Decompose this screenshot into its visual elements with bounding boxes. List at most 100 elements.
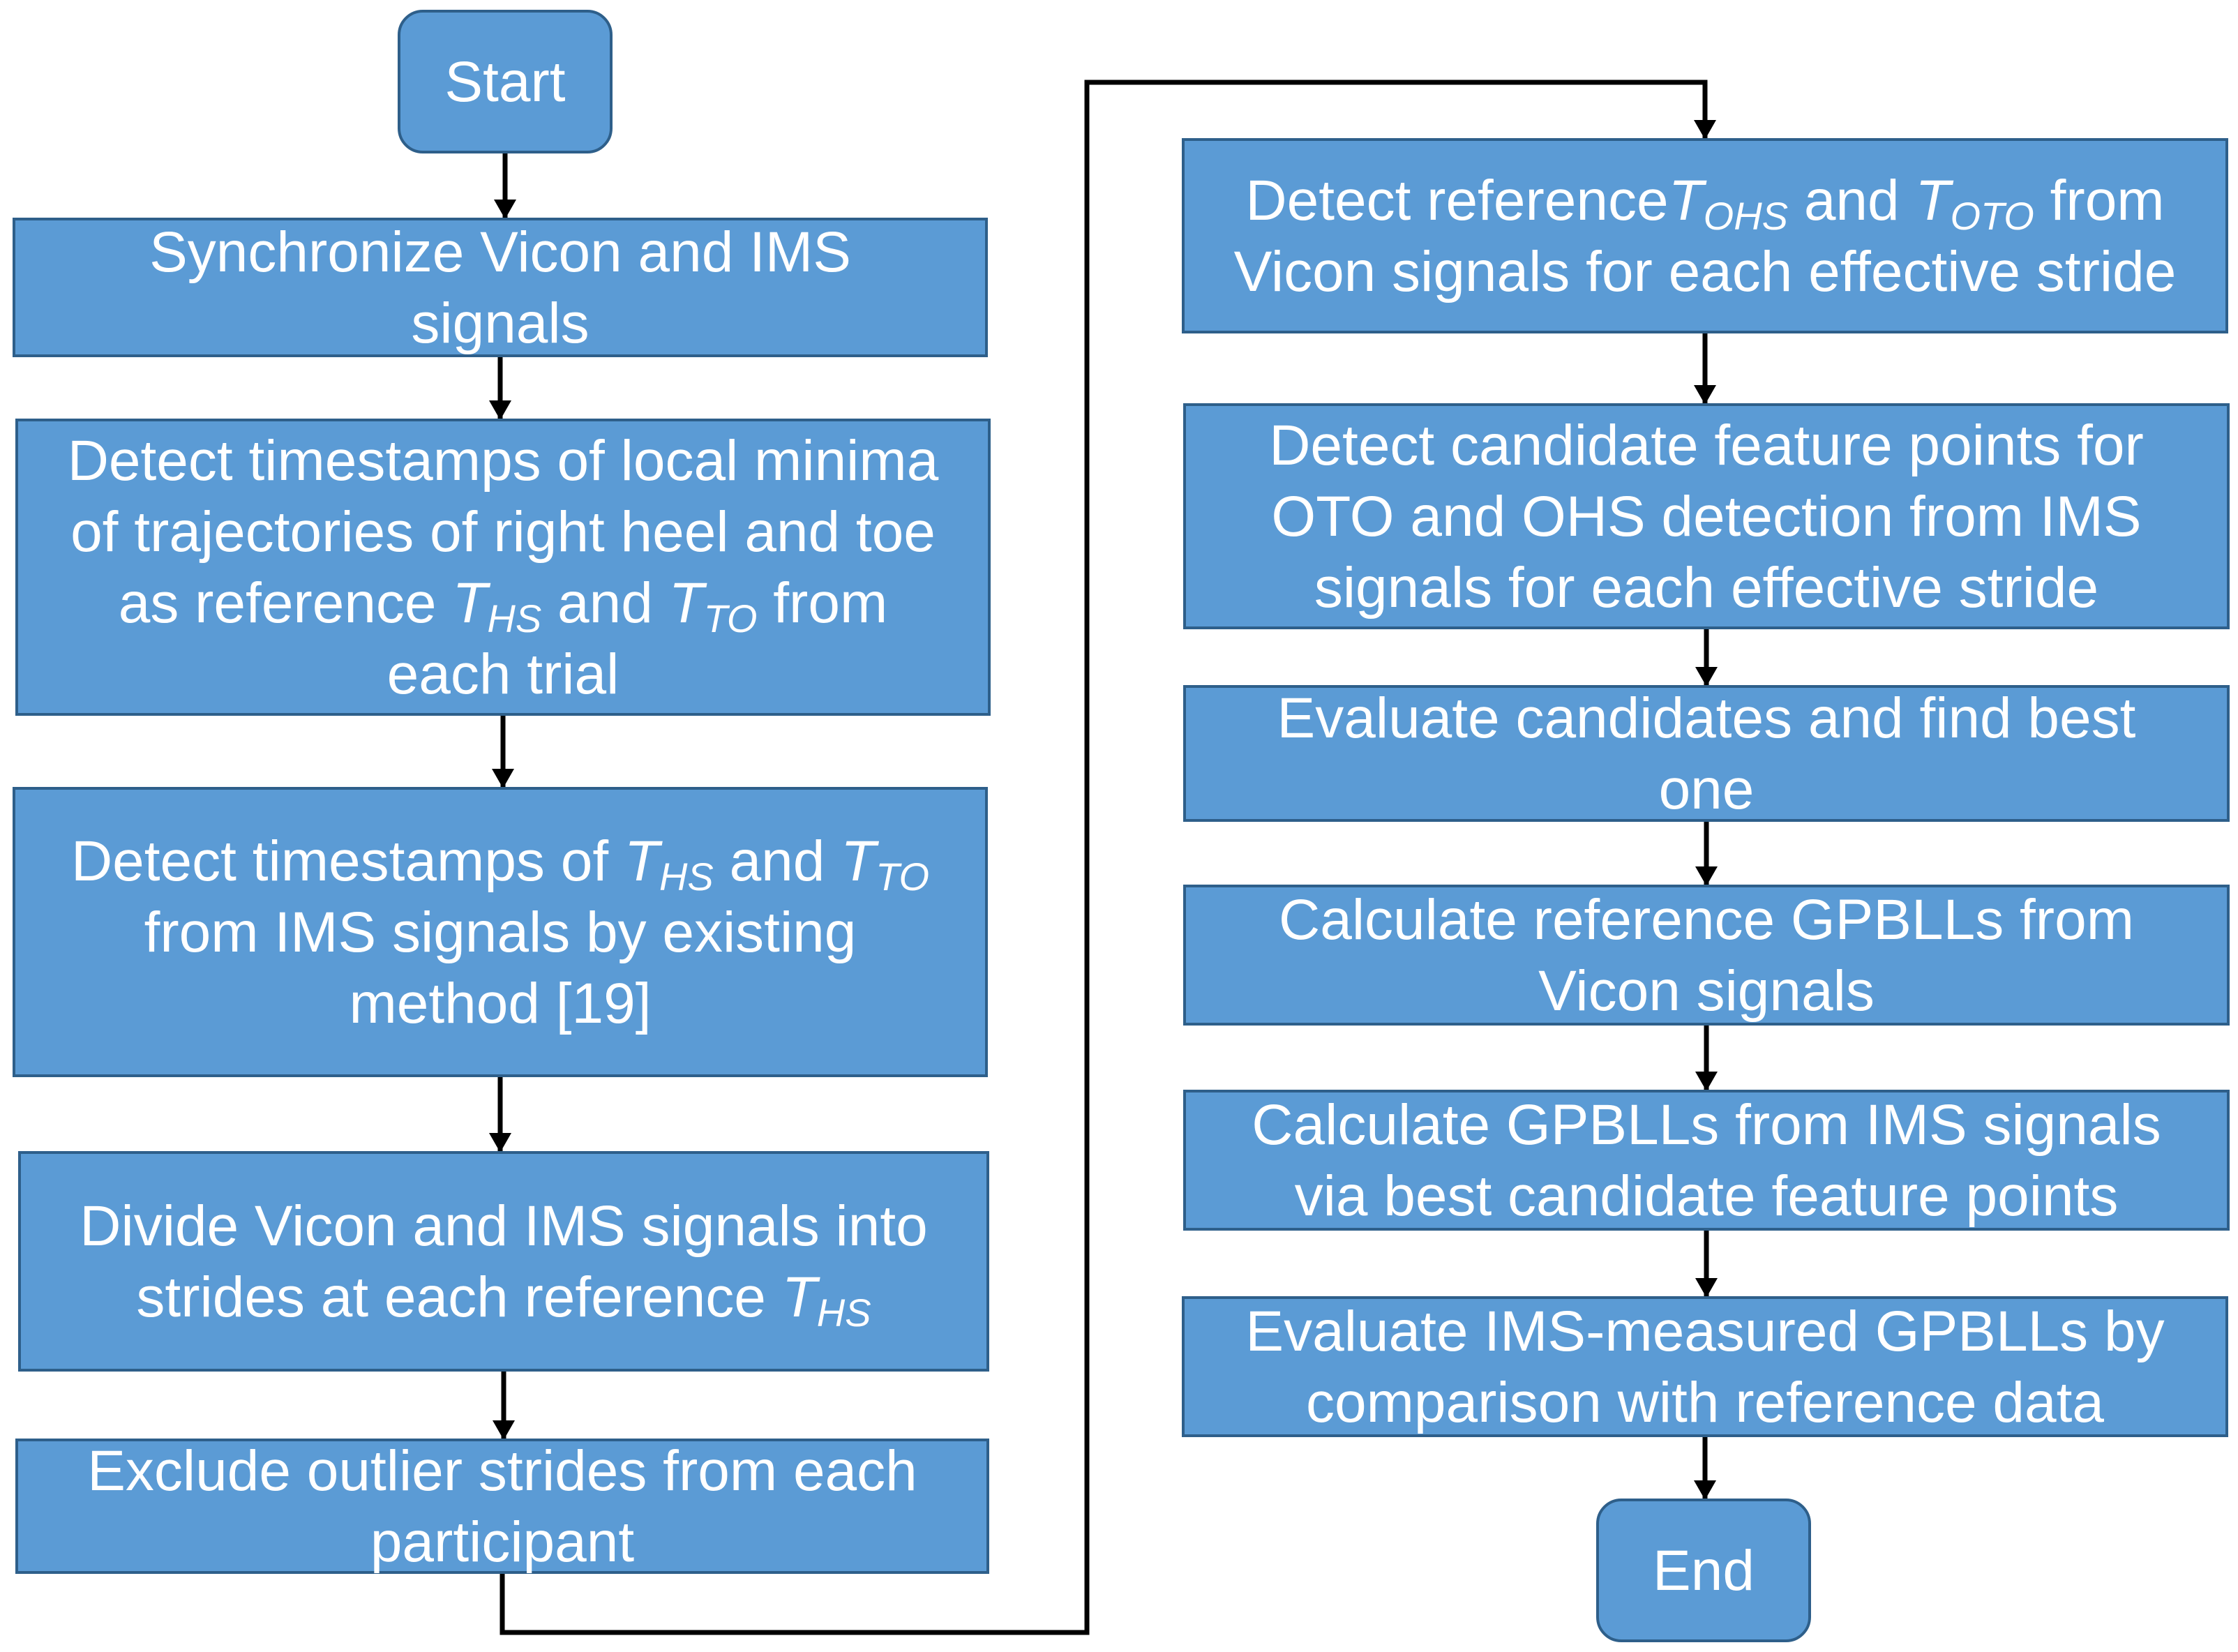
subscript: HS <box>659 855 714 899</box>
node-label-line: comparison with reference data <box>1306 1371 2104 1434</box>
node-step10: Calculate GPBLLs from IMS signals via bes… <box>1183 1090 2230 1231</box>
node-label-line: Calculate reference GPBLLs from <box>1279 888 2134 952</box>
process-box <box>1182 1296 2228 1437</box>
arrowhead-icon <box>1694 120 1716 140</box>
label-text: End <box>1653 1539 1755 1602</box>
node-step4: Divide Vicon and IMS signals into strides… <box>18 1151 989 1372</box>
label-text: and <box>541 571 668 635</box>
node-label-line: strides at each reference THS <box>136 1266 871 1335</box>
node-label-line: Calculate GPBLLs from IMS signals <box>1252 1093 2161 1157</box>
process-box <box>13 218 988 357</box>
node-label-line: Exclude outlier strides from each <box>87 1439 917 1503</box>
process-box <box>15 419 991 716</box>
node-label-line: OTO and OHS detection from IMS <box>1271 485 2141 548</box>
label-text: each trial <box>387 643 619 706</box>
node-label-line: Vicon signals <box>1538 959 1875 1023</box>
node-label-line: as reference THS and TTO from <box>119 571 888 640</box>
label-text: OTO and OHS detection from IMS <box>1271 485 2141 548</box>
label-text: Start <box>444 50 565 114</box>
label-text: Vicon signals for each effective stride <box>1234 240 2177 303</box>
arrowhead-icon <box>1695 866 1718 886</box>
math-symbol: T <box>841 829 879 893</box>
label-text: Exclude outlier strides from each <box>87 1439 917 1503</box>
label-text: via best candidate feature points <box>1295 1164 2119 1228</box>
flow-arrow-line <box>500 80 1708 1635</box>
label-text: Calculate reference GPBLLs from <box>1279 888 2134 952</box>
label-text: Evaluate candidates and find best <box>1277 686 2136 750</box>
arrowhead-icon <box>492 769 514 788</box>
label-text: Detect timestamps of local minima <box>68 429 939 493</box>
process-box <box>1183 685 2230 822</box>
process-box <box>15 1439 989 1574</box>
node-step11: Evaluate IMS-measured GPBLLs by compariso… <box>1182 1296 2228 1437</box>
label-text: Evaluate IMS-measured GPBLLs by <box>1245 1300 2164 1363</box>
node-label-line: Start <box>444 50 565 114</box>
node-label-line: Evaluate candidates and find best <box>1277 686 2136 750</box>
label-text: of trajectories of right heel and toe <box>70 500 936 564</box>
label-text: from IMS signals by existing <box>144 901 857 964</box>
node-label-line: of trajectories of right heel and toe <box>70 500 936 564</box>
subscript: TO <box>704 596 758 640</box>
node-label-line: Detect referenceTOHS and TOTO from <box>1245 169 2164 238</box>
arrowhead-icon <box>493 1420 515 1440</box>
math-symbol: T <box>452 571 490 635</box>
arrowhead-icon <box>489 1133 511 1152</box>
node-label-line: method [19] <box>349 972 651 1035</box>
arrowhead-icon <box>1694 385 1716 405</box>
math-symbol: T <box>624 829 663 893</box>
label-text: strides at each reference <box>136 1266 781 1329</box>
process-box <box>1182 138 2228 333</box>
subscript: TO <box>876 855 929 899</box>
label-text: from <box>2034 169 2165 232</box>
process-box <box>18 1151 989 1372</box>
node-label-line: participant <box>370 1510 635 1574</box>
label-text: Calculate GPBLLs from IMS signals <box>1252 1093 2161 1157</box>
math-symbol: T <box>782 1266 820 1329</box>
label-text: comparison with reference data <box>1306 1371 2104 1434</box>
label-text: signals for each effective stride <box>1314 556 2098 620</box>
subscript: OHS <box>1704 194 1788 238</box>
process-box <box>1183 403 2230 629</box>
terminal-shape <box>1596 1499 1811 1642</box>
arrowhead-icon <box>1695 1278 1718 1298</box>
node-label-line: signals for each effective stride <box>1314 556 2098 620</box>
math-symbol: T <box>669 571 707 635</box>
process-box <box>1183 885 2230 1026</box>
process-box <box>13 787 988 1077</box>
arrowhead-icon <box>489 400 511 420</box>
label-text: and <box>714 829 841 893</box>
label-text: method [19] <box>349 972 651 1035</box>
node-label-line: Detect candidate feature points for <box>1269 414 2144 477</box>
node-label-line: Detect timestamps of THS and TTO <box>71 829 929 899</box>
label-text: Vicon signals <box>1538 959 1875 1023</box>
process-box <box>1183 1090 2230 1231</box>
label-text: signals <box>411 292 589 355</box>
label-text: from <box>757 571 887 635</box>
subscript: HS <box>817 1291 871 1335</box>
node-step6: Detect referenceTOHS and TOTO fromVicon … <box>1182 138 2228 333</box>
node-label-line: one <box>1659 758 1755 821</box>
node-step1: Synchronize Vicon and IMS signals <box>13 218 988 357</box>
arrowhead-icon <box>1694 1480 1716 1500</box>
node-label-line: Vicon signals for each effective stride <box>1234 240 2177 303</box>
math-symbol: T <box>1915 169 1953 232</box>
node-label-line: Evaluate IMS-measured GPBLLs by <box>1245 1300 2164 1363</box>
node-step2: Detect timestamps of local minima of traj… <box>15 419 991 716</box>
node-start: Start <box>398 10 613 153</box>
label-text: participant <box>370 1510 635 1574</box>
node-label-line: Detect timestamps of local minima <box>68 429 939 493</box>
node-label-line: via best candidate feature points <box>1295 1164 2119 1228</box>
label-text: Detect candidate feature points for <box>1269 414 2144 477</box>
node-label-line: Synchronize Vicon and IMS <box>149 220 851 284</box>
arrowhead-icon <box>494 200 516 219</box>
arrowhead-icon <box>1695 667 1718 686</box>
node-step5: Exclude outlier strides from each partici… <box>15 1439 989 1574</box>
edges <box>489 80 1718 1635</box>
arrowhead-icon <box>1695 1072 1718 1091</box>
node-label-line: Divide Vicon and IMS signals into <box>80 1194 927 1258</box>
node-label-line: End <box>1653 1539 1755 1602</box>
node-label-line: each trial <box>387 643 619 706</box>
